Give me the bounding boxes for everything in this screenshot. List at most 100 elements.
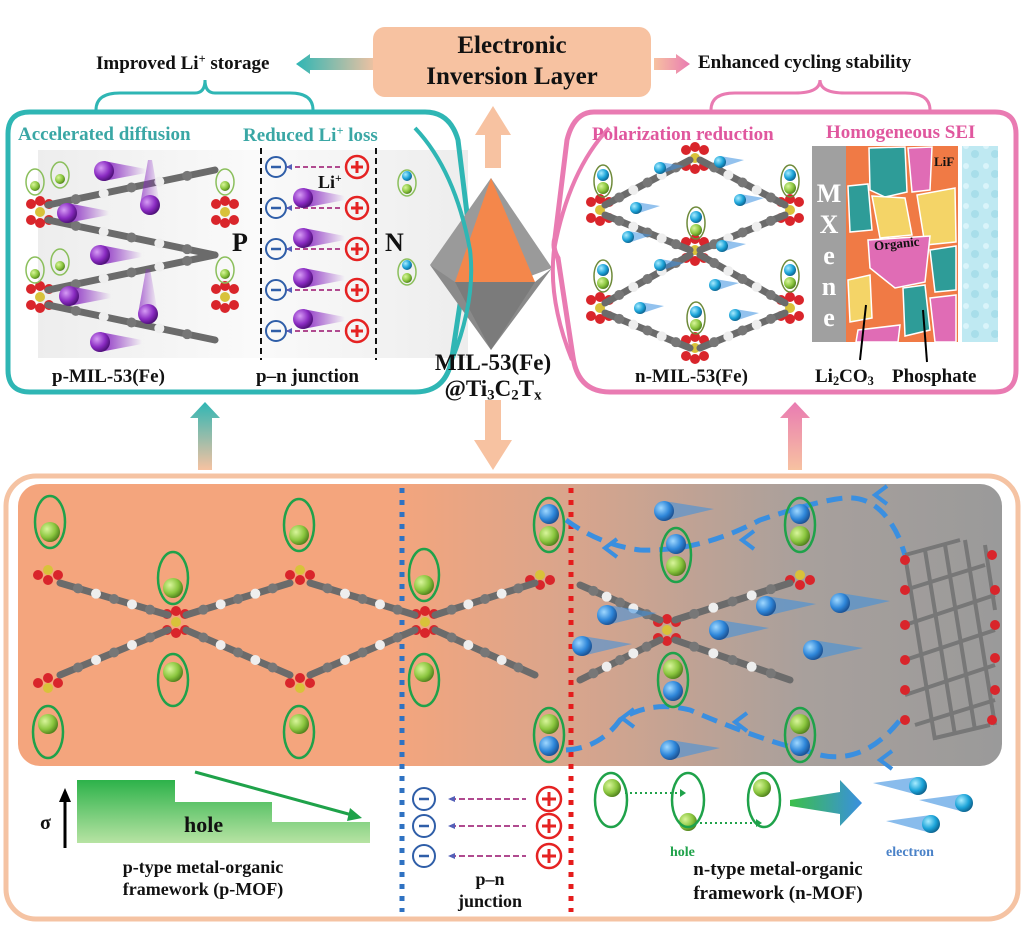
hole-ball [539, 714, 559, 734]
bottom-linker-atom [708, 602, 719, 613]
electron-flow-top [564, 495, 908, 556]
bottom-linker-atom [91, 588, 101, 599]
electron-ball [756, 596, 776, 616]
electron-tail [722, 240, 746, 252]
right-fe-node-oxygen [794, 311, 804, 321]
electron-ball [709, 620, 729, 640]
lif-label: LiF [934, 154, 955, 169]
right-linker-atom [737, 177, 748, 188]
li-ion [138, 304, 158, 324]
bottom-linker-atom [463, 640, 474, 650]
left-fe-node-oxygen [220, 303, 230, 313]
electron-hole-pair-ellipse [532, 706, 566, 764]
phosphate-pointer [922, 309, 928, 363]
right-linker-atom [709, 337, 720, 348]
hole-ellipse [156, 550, 190, 606]
bottom-linker-atom [480, 594, 490, 604]
hole-ball [603, 779, 621, 797]
hole-ball [597, 277, 609, 289]
plus-charge-icon [535, 842, 563, 870]
right-fe-node-oxygen [586, 311, 596, 321]
bottom-oxygen [33, 570, 43, 580]
bottom-linker-atom [322, 662, 333, 673]
right-linker-atom [670, 239, 681, 250]
left-fe-node-oxygen [35, 218, 45, 228]
electron-ball [572, 636, 592, 656]
bottom-linker-atom [267, 583, 278, 594]
bottom-framework-bg [18, 484, 1002, 766]
left-linker-atom [98, 273, 109, 284]
bottom-fe-node-oxygen [662, 614, 672, 624]
hole-ellipse [407, 547, 441, 603]
hole-ball [666, 556, 686, 576]
bottom-linker-atom [375, 640, 385, 650]
right-fe-node-oxygen [794, 197, 804, 207]
li-ion-tail [138, 269, 158, 314]
bottom-linker-atom [601, 661, 612, 672]
bottom-fe-node-small [295, 683, 305, 693]
bottom-linker-atom [480, 647, 490, 658]
junction-caption: p–n junction [457, 869, 522, 911]
bottom-linker-atom [91, 655, 101, 665]
left-fe-node-oxygen [220, 218, 230, 228]
pink-curve [550, 126, 611, 361]
electron-ball [790, 504, 810, 524]
mxene-letter: e [823, 303, 835, 332]
right-linker-atom [614, 313, 625, 324]
left-fe-node-oxygen [35, 196, 45, 206]
right-fe-node-oxygen [794, 295, 804, 305]
electron-ball [597, 605, 617, 625]
right-linker-atom [751, 185, 762, 195]
bottom-oxygen [43, 673, 53, 683]
right-linker-atom [614, 290, 625, 300]
minus-charge-icon [412, 814, 436, 838]
left-linker-atom [126, 267, 137, 278]
left-linker-atom [182, 255, 193, 266]
right-fe-node-iron [595, 303, 605, 313]
hole-ball [663, 659, 683, 679]
hole-ellipse-faded [215, 256, 235, 284]
right-linker-atom [670, 337, 681, 348]
electron-tail [715, 279, 739, 291]
bottom-linker-atom [446, 632, 457, 643]
bottom-linker-atom [322, 583, 333, 594]
bottom-oxygen [33, 678, 43, 688]
bottom-linker-atom [198, 604, 209, 615]
electron-hole-pair-ellipse [780, 164, 800, 198]
bottom-linker-atom [765, 584, 776, 595]
li-ion-tail [303, 188, 345, 208]
trend-arrow [194, 770, 353, 817]
right-fe-node-oxygen [785, 216, 795, 226]
electron-ball [654, 501, 674, 521]
hole-ball [784, 182, 796, 194]
hole-ball [414, 575, 434, 595]
mxene-letter: M [816, 179, 842, 208]
electron-tail [740, 194, 764, 206]
hole-ellipse [33, 494, 67, 550]
right-caption-n-mil: n-MIL-53(Fe) [635, 366, 748, 387]
hole-ellipse [670, 771, 706, 829]
bottom-linker-atom [127, 640, 137, 650]
electron-flow-arrowhead [618, 707, 636, 729]
bottom-linker-atom [340, 655, 350, 665]
electron-ball [955, 794, 973, 812]
arrow-head [448, 853, 455, 859]
arrow-head [286, 246, 292, 252]
bottom-oxygen [43, 575, 53, 585]
electron-tail [607, 605, 657, 625]
bottom-oxygen [545, 575, 555, 585]
right-fe-node-oxygen [794, 213, 804, 223]
electron-flow-arrowhead [601, 537, 619, 559]
bottom-fe-node-small [295, 565, 305, 575]
hole-ball [690, 319, 702, 331]
left-linker-atom [182, 170, 193, 181]
li-ion [293, 228, 313, 248]
left-fe-node-oxygen [211, 300, 221, 310]
electron-tail [660, 259, 684, 271]
bottom-linker-atom [233, 594, 243, 604]
li-ion [140, 195, 160, 215]
electron-flow-arrowhead [731, 711, 749, 733]
n-mof-caption: n-type metal-organic framework (n-MOF) [693, 859, 863, 904]
mxene-letter: n [821, 272, 837, 301]
left-linker-atom [154, 323, 165, 334]
